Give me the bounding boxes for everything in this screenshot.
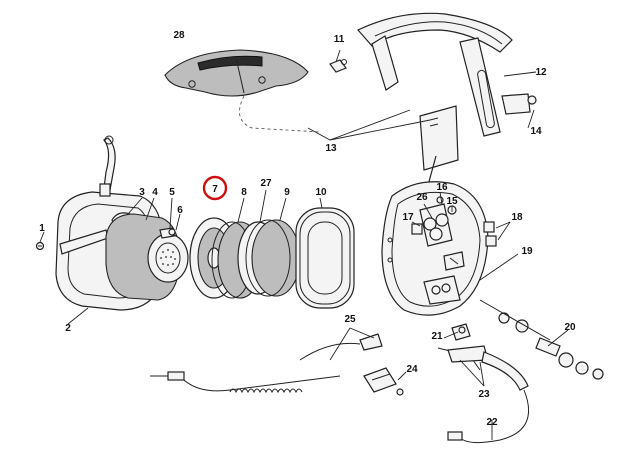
leader-lines xyxy=(39,49,569,440)
callout-15: 15 xyxy=(446,196,458,207)
part-5-speaker[interactable] xyxy=(147,227,189,283)
callout-labels: 28 11 12 14 13 3 4 5 6 1 2 7 8 27 9 10 1… xyxy=(39,30,576,428)
callout-27: 27 xyxy=(260,178,272,189)
callout-8: 8 xyxy=(241,187,247,198)
part-24-microphone[interactable] xyxy=(363,367,404,396)
callout-25: 25 xyxy=(344,314,356,325)
callout-6: 6 xyxy=(177,205,183,216)
callout-20: 20 xyxy=(564,322,576,333)
part-20-mic-hardware[interactable] xyxy=(479,299,604,380)
callout-4: 4 xyxy=(152,187,158,198)
callout-10: 10 xyxy=(315,187,327,198)
part-23-mic-boom[interactable] xyxy=(447,345,529,391)
callout-5: 5 xyxy=(169,187,175,198)
callout-23: 23 xyxy=(478,389,490,400)
callout-7: 7 xyxy=(212,184,218,195)
part-19-ear-cup-right[interactable] xyxy=(381,181,489,316)
part-12-headband[interactable] xyxy=(357,12,537,137)
callout-1: 1 xyxy=(39,223,45,234)
callout-19: 19 xyxy=(521,246,533,257)
callout-11: 11 xyxy=(334,34,345,45)
callout-13: 13 xyxy=(325,143,337,154)
callout-28: 28 xyxy=(173,30,185,41)
part-22-mic-cable[interactable] xyxy=(447,389,529,444)
part-10-ear-cushion[interactable] xyxy=(295,207,355,309)
callout-9: 9 xyxy=(284,187,290,198)
part-1-screw[interactable] xyxy=(35,241,45,251)
highlight-ring xyxy=(202,175,228,201)
part-17-switch[interactable] xyxy=(411,223,423,235)
part-11-screws[interactable] xyxy=(329,59,347,73)
callout-18: 18 xyxy=(511,212,523,223)
callout-21: 21 xyxy=(431,331,443,342)
callout-22: 22 xyxy=(486,417,498,428)
part-6-connector[interactable] xyxy=(168,228,176,236)
callout-24: 24 xyxy=(406,364,418,375)
part-25-coiled-cord[interactable] xyxy=(150,333,383,394)
part-18-clips[interactable] xyxy=(483,221,497,247)
callout-3: 3 xyxy=(139,187,145,198)
callout-17: 17 xyxy=(402,212,414,223)
callout-12: 12 xyxy=(535,67,547,78)
part-28-headband-pad[interactable] xyxy=(164,49,309,97)
callout-14: 14 xyxy=(530,126,542,137)
callout-2: 2 xyxy=(65,323,71,334)
callout-26: 26 xyxy=(416,192,428,203)
callout-16: 16 xyxy=(436,182,448,193)
